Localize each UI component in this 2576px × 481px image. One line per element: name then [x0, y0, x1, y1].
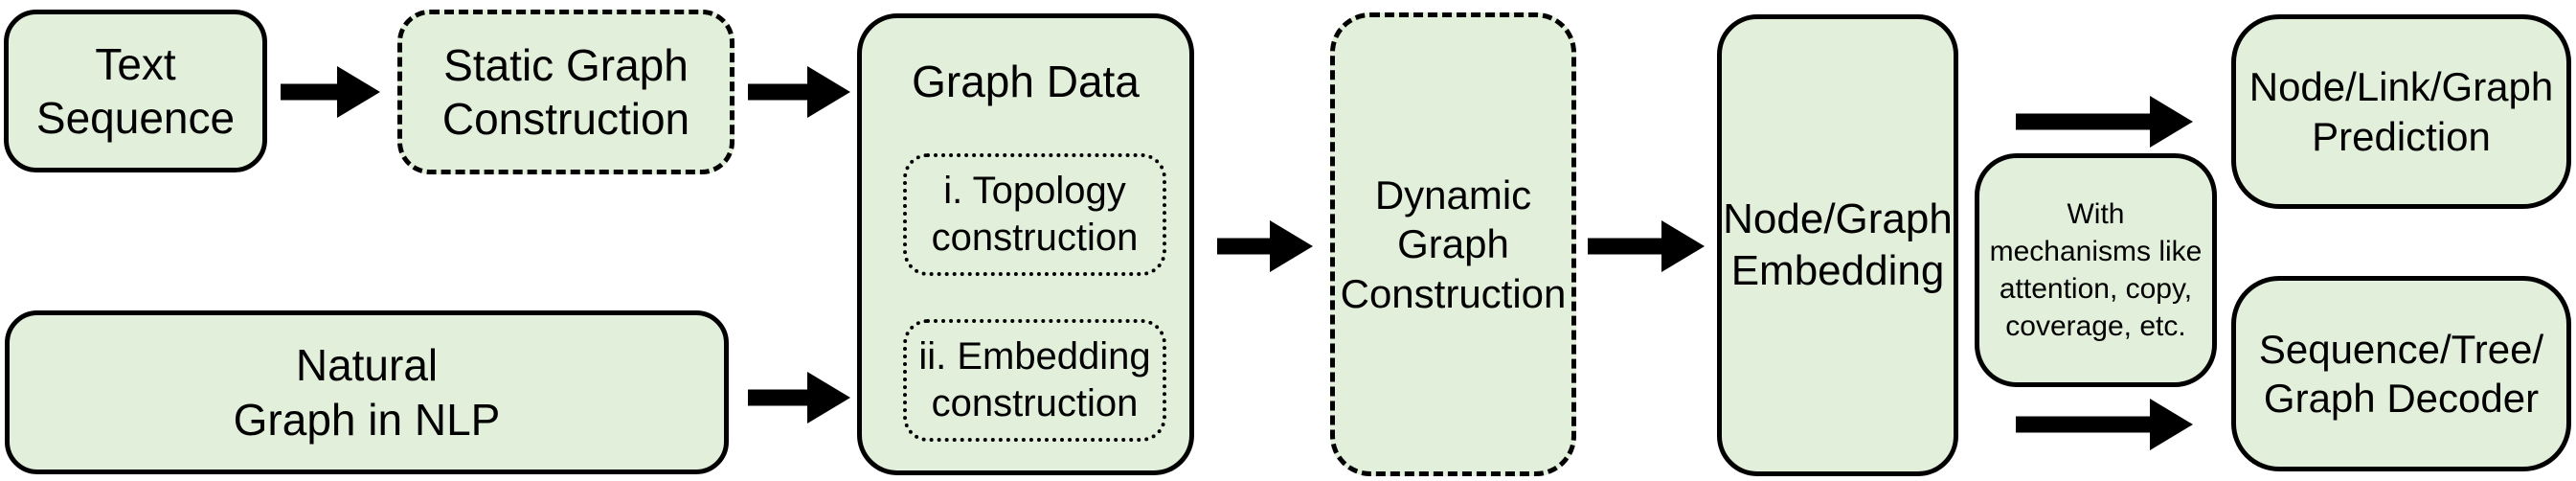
arrow-right-icon [1588, 220, 1705, 272]
node-node-link-graph-prediction: Node/Link/Graph Prediction [2231, 14, 2571, 209]
node-topology-construction: i. Topology construction [903, 153, 1166, 276]
arrow-right-icon [2016, 399, 2193, 450]
node-node-link-graph-prediction-label: Node/Link/Graph Prediction [2248, 64, 2554, 159]
node-embedding-construction: ii. Embedding construction [903, 319, 1166, 442]
arrow-right-icon [281, 66, 380, 118]
node-sequence-tree-graph-decoder: Sequence/Tree/ Graph Decoder [2231, 276, 2571, 471]
node-sequence-tree-graph-decoder-label: Sequence/Tree/ Graph Decoder [2258, 326, 2544, 421]
node-static-graph-construction: Static Graph Construction [397, 10, 734, 174]
node-node-graph-embedding-label: Node/Graph Embedding [1723, 195, 1953, 294]
node-static-graph-construction-label: Static Graph Construction [441, 39, 690, 144]
arrow-right-icon [748, 66, 850, 118]
node-with-mechanisms: With mechanisms like attention, copy, co… [1975, 153, 2217, 387]
arrow-right-icon [1217, 220, 1313, 272]
node-dynamic-graph-construction: Dynamic Graph Construction [1330, 12, 1576, 476]
node-dynamic-graph-construction-label: Dynamic Graph Construction [1340, 172, 1567, 316]
node-natural-graph-in-nlp: Natural Graph in NLP [5, 310, 729, 474]
node-embedding-construction-label: ii. Embedding construction [918, 335, 1151, 424]
node-topology-construction-label: i. Topology construction [931, 170, 1139, 259]
arrow-right-icon [2016, 96, 2193, 148]
node-graph-data: Graph Data i. Topology construction ii. … [857, 13, 1194, 475]
node-natural-graph-in-nlp-label: Natural Graph in NLP [233, 340, 501, 445]
node-text-sequence: Text Sequence [4, 10, 267, 172]
node-graph-data-title: Graph Data [912, 57, 1140, 106]
node-with-mechanisms-label: With mechanisms like attention, copy, co… [1989, 198, 2203, 342]
arrow-right-icon [748, 372, 850, 424]
node-text-sequence-label: Text Sequence [35, 38, 236, 143]
node-node-graph-embedding: Node/Graph Embedding [1717, 14, 1958, 476]
